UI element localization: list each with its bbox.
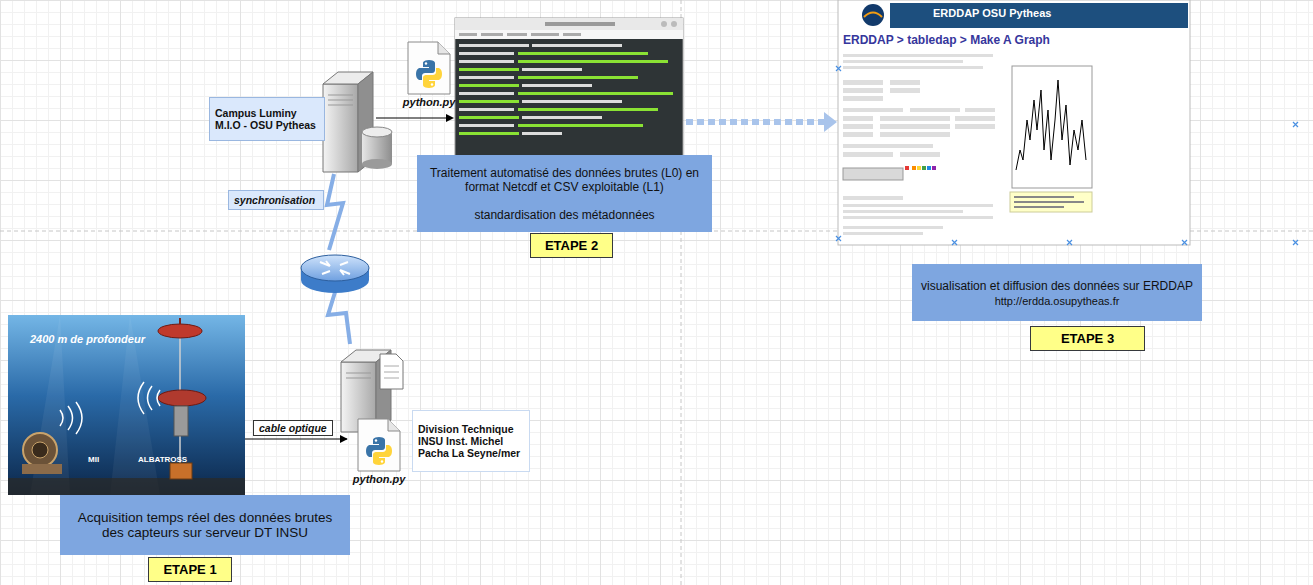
edge-label: cable optique xyxy=(253,420,333,436)
text-slot: ERDDAP > tabledap > Make A Graph xyxy=(843,33,1050,47)
node-text: ETAPE 3 xyxy=(1061,331,1114,346)
node-text: ALBATROSS xyxy=(138,455,187,464)
node-text: ETAPE 1 xyxy=(163,562,216,577)
node-text: python.py xyxy=(353,473,406,485)
site-label: Division Technique INSU Inst. Michel Pac… xyxy=(412,410,530,472)
erddap-screenshot: ERDDAP OSU PytheasERDDAP > tabledap > Ma… xyxy=(838,0,1190,245)
text-slot: ALBATROSS xyxy=(138,455,187,464)
node-text: Acquisition temps réel des données brute… xyxy=(68,510,342,540)
step-description: Traitement automatisé des données brutes… xyxy=(417,155,712,232)
node-text: 2400 m de profondeur xyxy=(30,333,145,345)
node-text: ETAPE 2 xyxy=(545,238,598,253)
step-tag: ETAPE 3 xyxy=(1030,326,1145,351)
node-text: python.py xyxy=(403,96,456,108)
server-campus xyxy=(323,72,392,172)
python-script: python.py xyxy=(398,33,460,109)
link-label: synchronisation xyxy=(228,190,324,210)
router-icon xyxy=(301,255,369,293)
flow-arrow xyxy=(376,114,454,122)
python-file-icon xyxy=(406,40,452,96)
big-dashed-arrow xyxy=(686,112,837,132)
step-tag: ETAPE 2 xyxy=(530,233,613,258)
text-slot: ERDDAP OSU Pytheas xyxy=(933,7,1051,19)
node-text: visualisation et diffusion des données s… xyxy=(921,279,1193,293)
node-text: Campus Luminy M.I.O - OSU Pytheas xyxy=(215,107,319,131)
site-label: Campus Luminy M.I.O - OSU Pytheas xyxy=(209,97,325,141)
node-text: http://erdda.osupytheas.fr xyxy=(995,295,1120,307)
step-description: visualisation et diffusion des données s… xyxy=(912,264,1202,321)
step-description: Acquisition temps réel des données brute… xyxy=(60,495,350,555)
node-text: Division Technique INSU Inst. Michel Pac… xyxy=(418,423,524,459)
node-text: ERDDAP > tabledap > Make A Graph xyxy=(843,33,1050,47)
node-text: ERDDAP OSU Pytheas xyxy=(933,7,1051,19)
python-file-icon xyxy=(356,417,402,473)
step-tag: ETAPE 1 xyxy=(148,557,232,582)
node-text: MII xyxy=(88,455,99,464)
python-script: python.py xyxy=(348,400,410,486)
node-text: Traitement automatisé des données brutes… xyxy=(423,166,706,194)
text-slot: 2400 m de profondeur xyxy=(30,333,145,345)
selection-marks xyxy=(836,66,1298,245)
text-slot: MII xyxy=(88,455,99,464)
erddap-screenshot xyxy=(838,0,1190,245)
ocean-observatory: 2400 m de profondeurMII ALBATROSS xyxy=(8,315,245,495)
node-text: standardisation des métadonnées xyxy=(474,208,654,222)
connector xyxy=(245,439,347,440)
ocean-illustration xyxy=(8,315,245,495)
node-text: synchronisation xyxy=(234,194,318,206)
